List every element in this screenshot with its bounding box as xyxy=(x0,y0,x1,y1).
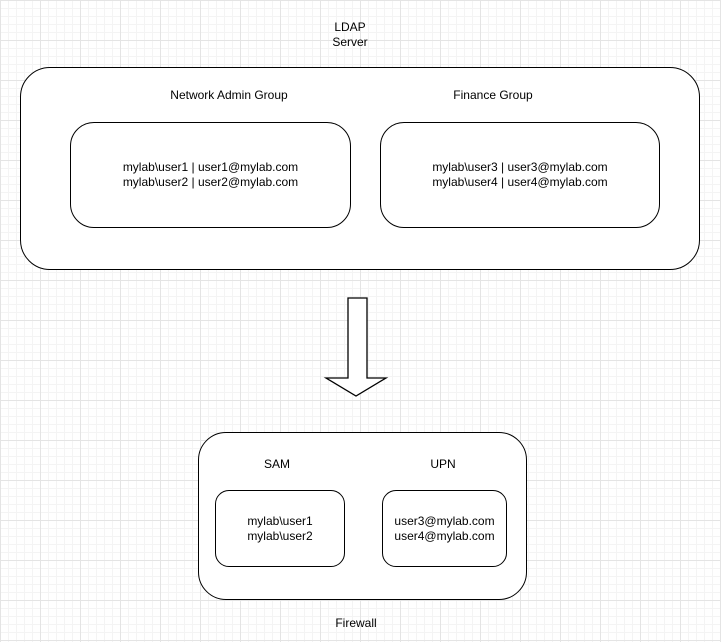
finance-users-box[interactable]: mylab\user3 | user3@mylab.com mylab\user… xyxy=(380,122,660,228)
ldap-server-label: LDAP Server xyxy=(332,20,368,49)
firewall-label: Firewall xyxy=(335,616,377,630)
upn-entries-box[interactable]: user3@mylab.com user4@mylab.com xyxy=(382,490,507,567)
down-arrow-icon[interactable] xyxy=(320,292,392,402)
sam-label: SAM xyxy=(263,457,290,471)
upn-label: UPN xyxy=(430,457,456,471)
network-admin-group-label: Network Admin Group xyxy=(170,88,288,102)
finance-group-label: Finance Group xyxy=(453,88,533,102)
sam-entries-box[interactable]: mylab\user1 mylab\user2 xyxy=(215,490,345,567)
network-admin-users-box[interactable]: mylab\user1 | user1@mylab.com mylab\user… xyxy=(70,122,351,228)
